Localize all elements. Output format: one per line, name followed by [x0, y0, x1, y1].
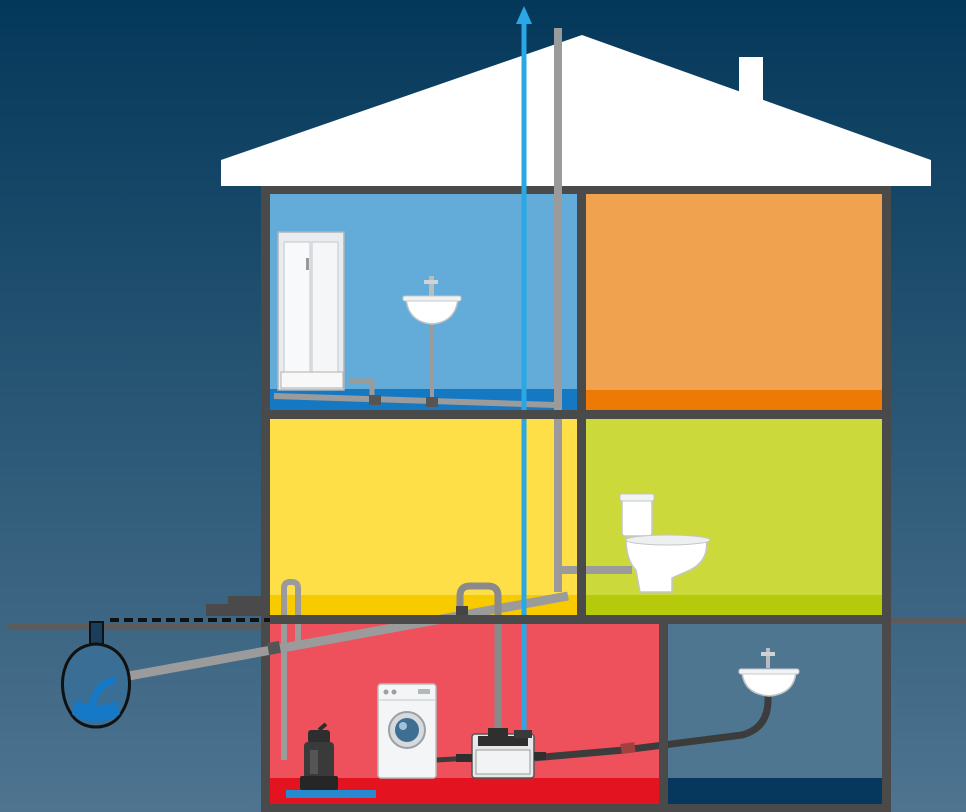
washing-machine — [378, 684, 436, 778]
outside-step-top — [228, 596, 261, 606]
orange-floor-strip — [586, 390, 882, 410]
shower-cabin — [278, 232, 344, 390]
pump-water-tray — [286, 790, 376, 798]
basement-right-floor-strip — [668, 778, 882, 804]
drain-fitting — [620, 742, 635, 754]
room-basement-right — [668, 624, 882, 804]
ground-line-left — [8, 624, 261, 630]
pipe-fitting-1 — [369, 395, 381, 405]
floor-slab-1 — [270, 410, 882, 419]
interior-wall-vertical-basement — [659, 624, 668, 804]
lime-floor-strip — [586, 595, 882, 615]
ground-line-right — [891, 618, 966, 623]
room-yellow — [270, 419, 577, 615]
interior-wall-vertical-upper — [577, 194, 586, 615]
wall-penetration — [267, 641, 281, 655]
room-orange — [586, 194, 882, 410]
floor-slab-2 — [270, 615, 882, 624]
pipe-fitting-2 — [426, 397, 438, 407]
